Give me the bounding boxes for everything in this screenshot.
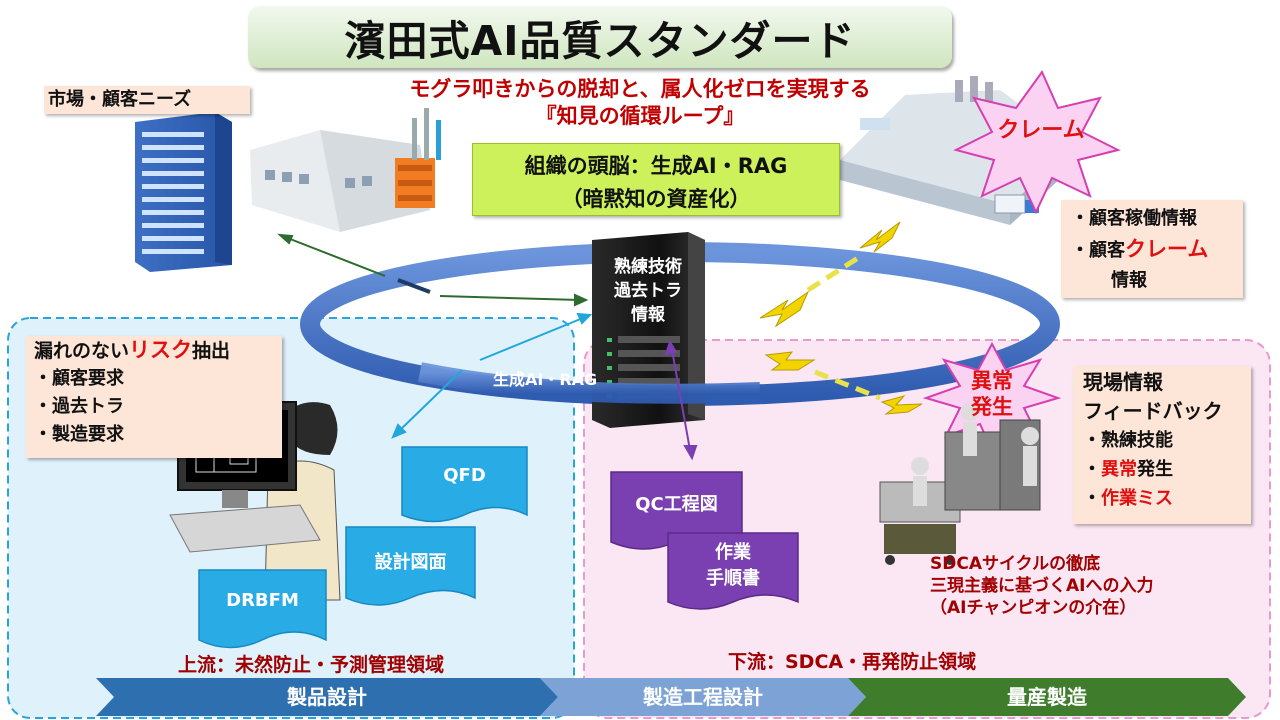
ring-label: 生成AI・RAG <box>493 370 598 389</box>
workers-icon <box>879 403 1041 565</box>
downstream-zone-label: 下流：SDCA・再発防止領域 <box>728 651 977 673</box>
field-item: ・熟練技能 <box>1083 430 1173 451</box>
factory-icon <box>250 108 441 232</box>
phase-design-label: 製品設計 <box>287 685 367 709</box>
sdca-line: （AIチャンピオンの介在） <box>930 598 1137 618</box>
anomaly-star-line: 発生 <box>971 395 1013 419</box>
field-item: ・異常発生 <box>1083 455 1251 484</box>
phase-mass-label: 量産製造 <box>1007 685 1087 709</box>
risk-item: ・顧客要求 <box>34 368 124 389</box>
risk-heading-text: 抽出 <box>192 340 231 362</box>
risk-keyword: リスク <box>129 338 193 362</box>
risk-item: ・過去トラ <box>34 396 124 417</box>
risk-heading-text: 漏れのない <box>34 340 130 362</box>
work-procedure-doc-label: 作業 手順書 <box>668 540 798 592</box>
field-heading: フィードバック <box>1083 399 1223 423</box>
anomaly-star-line: 異常 <box>971 369 1013 393</box>
claim-star-label: クレーム <box>997 118 1085 143</box>
qfd-doc-shape <box>401 446 528 523</box>
field-item-text: ・ <box>1083 459 1101 480</box>
design-drawing-doc-shape <box>345 526 476 606</box>
sdca-line: 三現主義に基づくAIへの入力 <box>930 576 1154 596</box>
field-item-text: ・ <box>1083 488 1101 509</box>
knowledge-ring-front <box>418 362 761 404</box>
upstream-zone-label: 上流：未然防止・予測管理領域 <box>178 654 445 676</box>
subtitle-line-1: モグラ叩きからの脱却と、属人化ゼロを実現する <box>409 77 871 101</box>
building-icon <box>135 112 232 272</box>
field-feedback-box: 現場情報 フィードバック ・熟練技能 ・異常発生 ・作業ミス <box>1073 366 1251 524</box>
ai-brain-subtitle: （暗黙知の資産化） <box>561 187 751 211</box>
field-item: ・作業ミス <box>1083 484 1251 513</box>
customer-claim-text: クレーム <box>1125 237 1209 261</box>
phase-arrow-design <box>96 678 558 716</box>
market-link-arrows <box>277 233 589 307</box>
phase-process-label: 製造工程設計 <box>643 685 763 709</box>
design-link-arrows <box>391 312 593 439</box>
ai-brain-box: 組織の頭脳：生成AI・RAG （暗黙知の資産化） <box>472 143 840 216</box>
phase-arrow-mass <box>848 678 1246 716</box>
work-procedure-doc-shape <box>667 532 799 610</box>
customer-info-text: ・顧客 <box>1071 240 1125 261</box>
qc-process-doc-label: QC工程図 <box>635 494 718 515</box>
subtitle-line-2: 『知見の循環ループ』 <box>535 104 745 128</box>
risk-extraction-box: 漏れのないリスク抽出 ・顧客要求 ・過去トラ ・製造要求 <box>26 336 282 458</box>
drbfm-doc-label: DRBFM <box>226 590 299 611</box>
phase-arrow-process <box>540 678 866 716</box>
work-procedure-line: 作業 <box>715 542 751 563</box>
field-error-text: 作業ミス <box>1101 488 1173 509</box>
field-anomaly-text: 異常 <box>1101 459 1137 480</box>
server-label-line: 熟練技術 <box>614 257 682 277</box>
customer-info-line: 情報 <box>1111 270 1147 291</box>
field-heading: 現場情報 <box>1083 370 1163 394</box>
work-procedure-line: 手順書 <box>706 568 760 589</box>
anomaly-star-label: 異常 発生 <box>952 368 1032 420</box>
design-drawing-doc-label: 設計図面 <box>374 552 447 573</box>
risk-item: ・製造要求 <box>34 424 124 445</box>
ai-brain-title: 組織の頭脳：生成AI・RAG <box>524 154 788 178</box>
star-burst-icon <box>953 70 1121 215</box>
qfd-doc-label: QFD <box>443 465 486 486</box>
signal-dashes <box>806 255 881 401</box>
customer-info-line: ・顧客稼働情報 <box>1071 208 1197 229</box>
server-label-line: 情報 <box>631 305 665 325</box>
sdca-line: SDCAサイクルの徹底 <box>930 554 1101 574</box>
market-needs-label: 市場・顧客ニーズ <box>44 86 250 114</box>
field-item-text: 発生 <box>1137 459 1173 480</box>
drbfm-doc-shape <box>198 569 327 649</box>
page-title: 濱田式AI品質スタンダード <box>248 6 952 68</box>
customer-info-line: ・顧客クレーム <box>1071 234 1243 266</box>
lightning-icon <box>759 221 923 415</box>
server-label-line: 過去トラ <box>614 281 682 301</box>
sdca-note: SDCAサイクルの徹底 三現主義に基づくAIへの入力 （AIチャンピオンの介在） <box>930 553 1153 619</box>
customer-info-box: ・顧客稼働情報 ・顧客クレーム 情報 <box>1061 200 1243 298</box>
risk-heading: 漏れのないリスク抽出 <box>34 336 282 365</box>
process-link-arrow <box>664 339 698 461</box>
